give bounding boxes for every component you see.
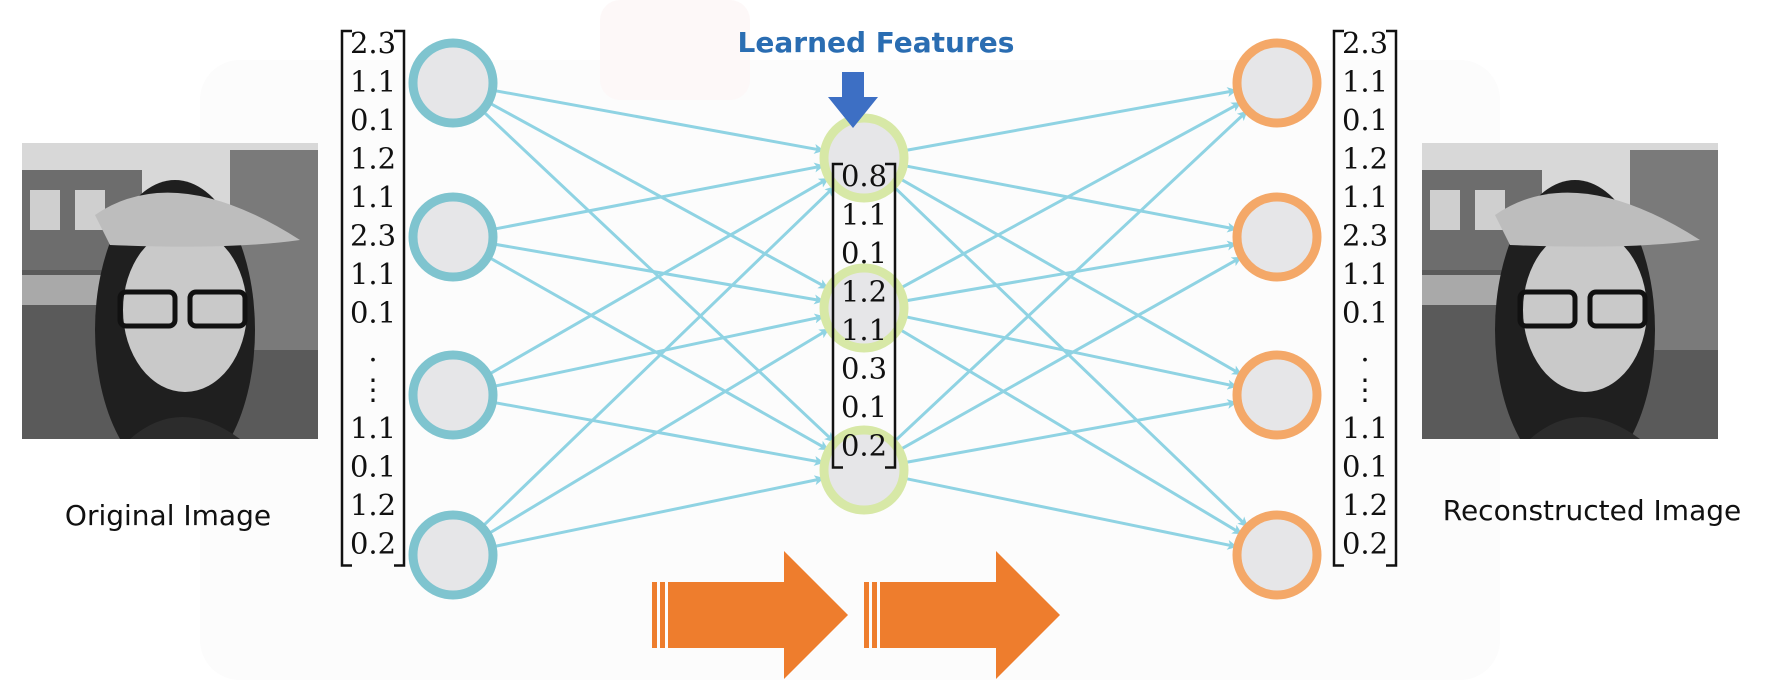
connection-5 bbox=[452, 235, 829, 451]
connection-2 bbox=[451, 81, 835, 443]
latent-vector-bracket bbox=[831, 162, 897, 469]
network-nodes bbox=[408, 38, 1322, 600]
input-node-0 bbox=[408, 38, 498, 128]
down-arrow-icon bbox=[828, 72, 878, 128]
output-vector-value: 2.3 bbox=[1342, 219, 1388, 253]
output-node-1 bbox=[1232, 192, 1322, 282]
connection-14 bbox=[863, 156, 1243, 376]
output-node-3 bbox=[1232, 510, 1322, 600]
latent-vector-value: 0.8 bbox=[841, 159, 887, 193]
input-vector-value: 0.1 bbox=[350, 103, 396, 137]
connection-4 bbox=[452, 235, 825, 305]
latent-vector-value: 0.1 bbox=[841, 236, 887, 270]
input-vector-value: 1.1 bbox=[350, 411, 396, 445]
connection-8 bbox=[452, 393, 825, 466]
output-vector-value: 0.2 bbox=[1342, 527, 1388, 561]
input-vector-value: 1.1 bbox=[350, 65, 396, 99]
connection-23 bbox=[863, 468, 1238, 550]
latent-vector-value: 1.2 bbox=[841, 275, 887, 309]
latent-vector-value: 0.2 bbox=[841, 429, 887, 463]
input-vector-value: 0.2 bbox=[350, 527, 396, 561]
connection-18 bbox=[863, 306, 1238, 390]
input-vector-value: 1.2 bbox=[350, 142, 396, 176]
input-node-3 bbox=[408, 510, 498, 600]
latent-vector-value: 1.1 bbox=[841, 313, 887, 347]
input-vector-value: ⋮ bbox=[359, 373, 388, 407]
input-vector-value: 2.3 bbox=[350, 26, 396, 60]
connection-7 bbox=[452, 313, 825, 397]
output-vector-bracket bbox=[1332, 29, 1398, 567]
connection-3 bbox=[452, 162, 825, 239]
output-vector-value: 0.1 bbox=[1342, 450, 1388, 484]
input-node-1 bbox=[408, 192, 498, 282]
input-vector-value: 0.1 bbox=[350, 296, 396, 330]
connection-17 bbox=[863, 240, 1238, 310]
output-vector-value: 1.1 bbox=[1342, 257, 1388, 291]
connection-12 bbox=[863, 87, 1238, 160]
orange-right-arrow-icon bbox=[864, 551, 1060, 679]
output-vector-value: 1.1 bbox=[1342, 65, 1388, 99]
connection-16 bbox=[863, 101, 1242, 310]
code-node-2 bbox=[819, 425, 909, 515]
connection-9 bbox=[451, 186, 835, 557]
connection-19 bbox=[863, 306, 1243, 535]
orange-right-arrow-icon bbox=[652, 551, 848, 679]
code-node-1 bbox=[819, 263, 909, 353]
input-vector-value: 1.2 bbox=[350, 488, 396, 522]
connection-0 bbox=[452, 81, 825, 154]
background-watermark bbox=[200, 0, 1500, 680]
original-image-photo bbox=[22, 143, 318, 439]
latent-vector: 0.8 1.1 0.1 1.2 1.1 0.3 0.1 0.2 bbox=[831, 159, 897, 469]
connection-20 bbox=[862, 110, 1248, 472]
output-vector: 2.3 1.1 0.1 1.2 1.1 2.3 1.1 0.1. ⋮ 1.1 0.1 1.2 0.2 bbox=[1332, 26, 1398, 567]
input-vector-value: 2.3 bbox=[350, 219, 396, 253]
output-node-2 bbox=[1232, 350, 1322, 440]
output-vector-value: 1.2 bbox=[1342, 488, 1388, 522]
input-vector-value: 1.1 bbox=[350, 257, 396, 291]
connection-6 bbox=[452, 177, 830, 397]
connection-15 bbox=[862, 156, 1248, 528]
reconstructed-image-label: Reconstructed Image bbox=[1443, 494, 1741, 527]
connection-22 bbox=[863, 399, 1238, 472]
input-vector: 2.3 1.1 0.1 1.2 1.1 2.3 1.1 0.1. ⋮ 1.1 0.1 1.2 0.2 bbox=[340, 26, 406, 567]
output-vector-value: . bbox=[1360, 334, 1369, 368]
latent-vector-value: 0.1 bbox=[841, 390, 887, 424]
input-vector-value: 1.1 bbox=[350, 180, 396, 214]
connection-21 bbox=[863, 256, 1242, 472]
learned-features-title: Learned Features bbox=[738, 26, 1015, 59]
network-connections bbox=[451, 81, 1248, 557]
output-node-0 bbox=[1232, 38, 1322, 128]
output-vector-value: 2.3 bbox=[1342, 26, 1388, 60]
output-vector-value: 1.1 bbox=[1342, 411, 1388, 445]
output-vector-value: 1.1 bbox=[1342, 180, 1388, 214]
input-vector-value: 0.1 bbox=[350, 450, 396, 484]
output-vector-value: ⋮ bbox=[1351, 373, 1380, 407]
output-vector-value: 0.1 bbox=[1342, 103, 1388, 137]
input-vector-value: . bbox=[368, 334, 377, 368]
output-vector-value: 1.2 bbox=[1342, 142, 1388, 176]
reconstructed-image-photo bbox=[1422, 143, 1718, 439]
connection-10 bbox=[452, 328, 830, 557]
input-node-2 bbox=[408, 350, 498, 440]
output-vector-value: 0.1 bbox=[1342, 296, 1388, 330]
latent-vector-value: 1.1 bbox=[841, 198, 887, 232]
latent-vector-value: 0.3 bbox=[841, 352, 887, 386]
input-vector-bracket bbox=[340, 29, 406, 567]
connection-11 bbox=[452, 475, 825, 557]
code-node-0 bbox=[819, 113, 909, 203]
connection-13 bbox=[863, 156, 1238, 233]
original-image-label: Original Image bbox=[65, 499, 271, 532]
